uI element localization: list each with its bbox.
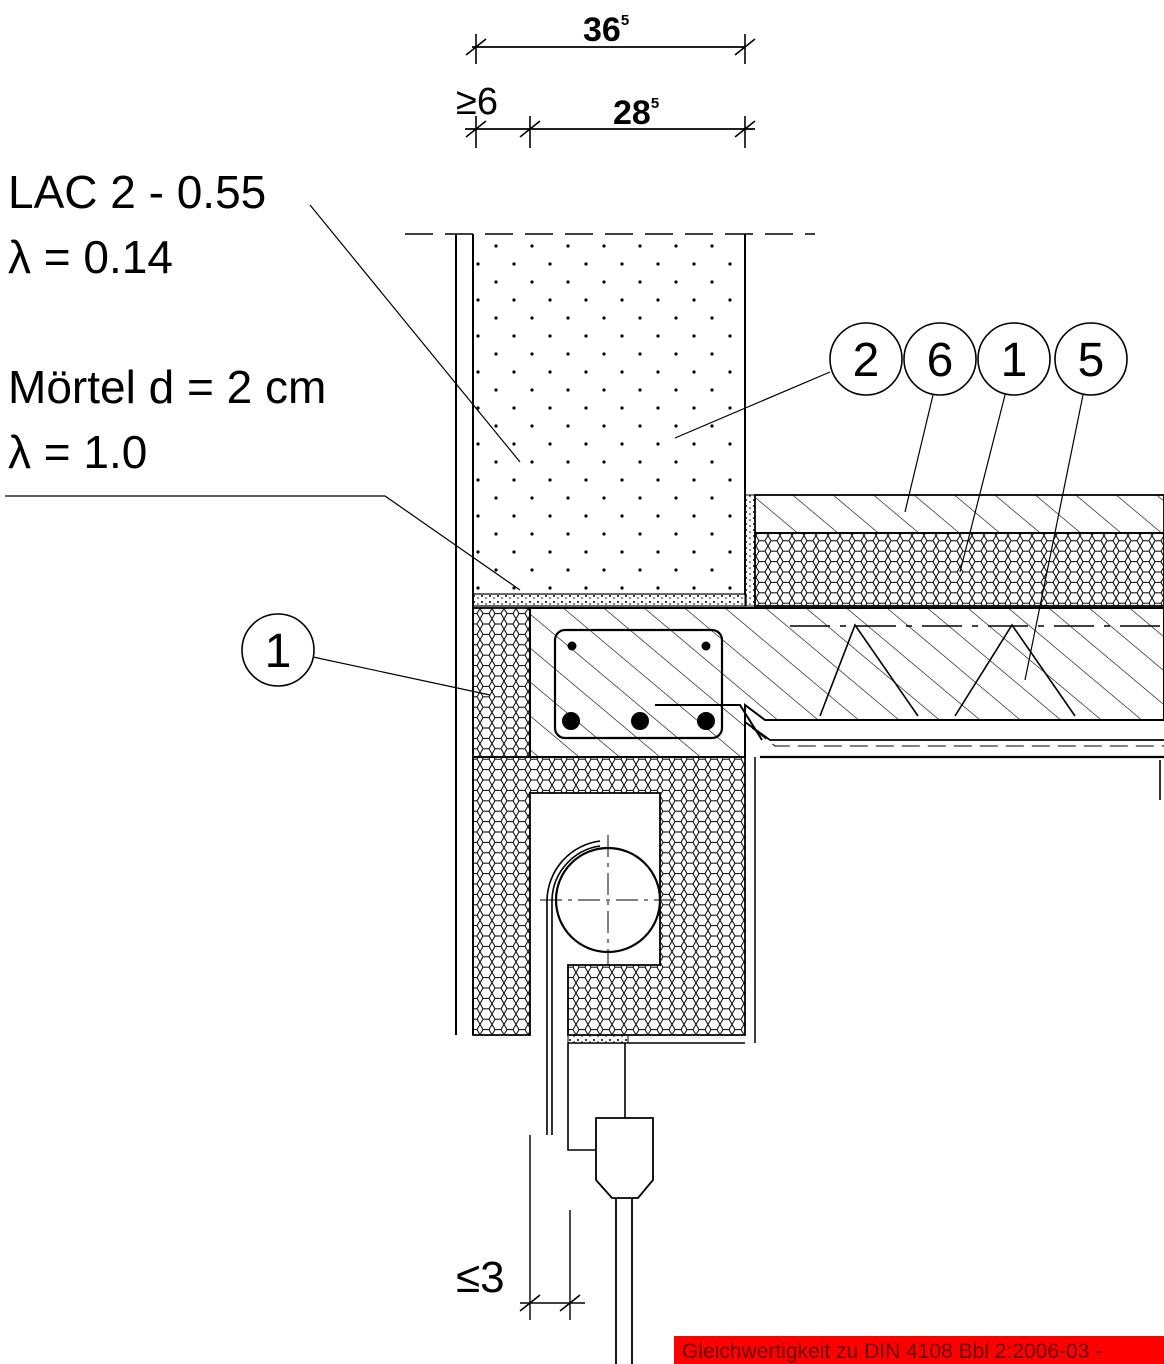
block-lambda-label: λ = 0.14 xyxy=(8,231,173,283)
dimension-inner-label: 285 xyxy=(613,94,659,132)
dimension-inner xyxy=(465,116,756,148)
svg-text:1: 1 xyxy=(265,625,292,678)
edge-strip xyxy=(744,494,756,607)
box-closure-strip xyxy=(567,1034,629,1044)
block-material-label: LAC 2 - 0.55 xyxy=(8,166,266,218)
mortar-bed xyxy=(472,593,747,607)
callout-left-1: 1 xyxy=(241,613,315,687)
dimension-offset-label: ≥6 xyxy=(456,81,498,123)
leader-1 xyxy=(959,394,1006,573)
leader-2 xyxy=(674,371,831,439)
edge-insulation xyxy=(472,607,531,758)
ring-beam xyxy=(553,628,763,741)
callout-1: 1 xyxy=(1001,334,1028,387)
equivalence-banner-text: Gleichwertigkeit zu DIN 4108 Bbl 2:2006-… xyxy=(682,1340,1103,1363)
mortar-material-label: Mörtel d = 2 cm xyxy=(8,361,326,413)
screed-layer xyxy=(754,494,1164,534)
callout-5: 5 xyxy=(1078,334,1105,387)
callout-6: 6 xyxy=(927,334,954,387)
dimension-gap-label: ≤3 xyxy=(456,1253,505,1302)
floor-insulation xyxy=(754,532,1164,607)
mortar-label-leader xyxy=(5,495,521,591)
mortar-lambda-label: λ = 1.0 xyxy=(8,426,147,478)
dimension-gap xyxy=(519,1135,585,1320)
dimension-overall xyxy=(465,34,756,64)
window-frame xyxy=(567,1043,654,1364)
callout-left-leader xyxy=(312,656,491,696)
callout-2: 2 xyxy=(853,334,880,387)
leader-5 xyxy=(1024,394,1084,681)
shutter-drum xyxy=(540,835,676,1135)
callout-group-top: 2 6 1 5 xyxy=(829,322,1128,396)
lower-insulation xyxy=(472,756,746,1036)
equivalence-banner: Gleichwertigkeit zu DIN 4108 Bbl 2:2006-… xyxy=(674,1336,1164,1364)
wall-block xyxy=(405,233,815,1035)
leader-6 xyxy=(904,394,934,513)
dimension-overall-label: 365 xyxy=(583,11,629,49)
